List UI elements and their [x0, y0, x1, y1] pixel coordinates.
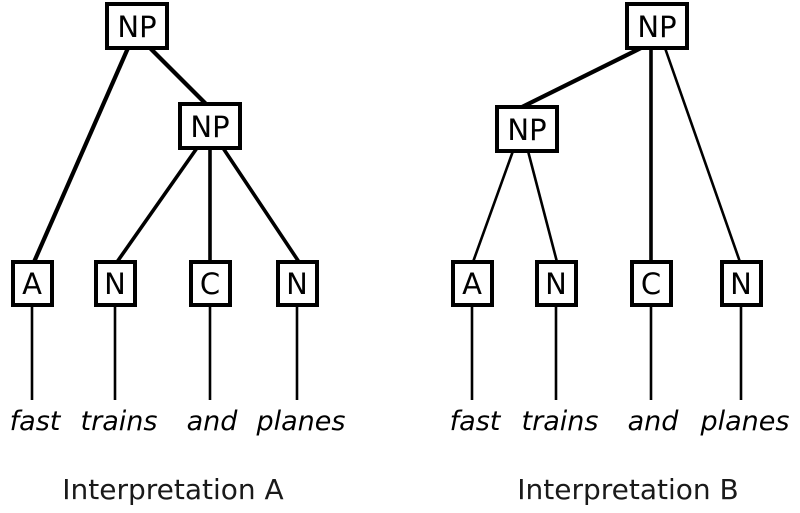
node-label-a-pos-n1: N — [104, 267, 126, 301]
tree-edge-a-edge-np-n1 — [115, 146, 199, 264]
word-b-word-and: and — [628, 406, 680, 437]
node-label-a-np-root: NP — [117, 10, 156, 44]
node-box-a-pos-n1[interactable] — [94, 260, 137, 307]
tree-edge-b-edge-root-n2 — [663, 47, 742, 263]
word-a-word-planes: planes — [256, 406, 346, 437]
node-label-b-pos-a: A — [462, 267, 482, 301]
tree-edge-a-edge-root-np — [148, 46, 208, 106]
node-box-b-pos-n1[interactable] — [535, 260, 578, 307]
word-a-word-and: and — [187, 406, 239, 437]
word-a-word-trains: trains — [81, 406, 158, 437]
node-label-a-pos-c: C — [200, 267, 220, 301]
node-label-b-pos-c: C — [641, 267, 661, 301]
tree-edge-b-edge-root-np — [521, 46, 642, 109]
node-box-b-np-sub[interactable] — [495, 105, 559, 153]
node-label-a-pos-n2: N — [286, 267, 308, 301]
node-box-a-np-sub[interactable] — [178, 102, 242, 150]
node-box-a-pos-n2[interactable] — [276, 260, 319, 307]
caption-interpretation-b: Interpretation B — [517, 473, 739, 506]
node-box-b-np-root[interactable] — [625, 2, 689, 50]
node-box-b-pos-n2[interactable] — [720, 260, 763, 307]
node-box-a-pos-c[interactable] — [189, 260, 232, 307]
node-label-a-np-sub: NP — [190, 110, 229, 144]
node-label-b-np-sub: NP — [507, 113, 546, 147]
tree-edge-b-edge-np-a — [471, 150, 515, 263]
word-b-word-planes: planes — [700, 406, 790, 437]
node-box-b-pos-c[interactable] — [630, 260, 673, 307]
word-a-word-fast: fast — [10, 406, 62, 437]
word-b-word-trains: trains — [522, 406, 599, 437]
node-label-b-pos-n1: N — [545, 267, 567, 301]
tree-edge-a-edge-np-n2 — [221, 147, 301, 263]
tree-edge-b-edge-np-n1 — [526, 150, 559, 263]
node-label-b-np-root: NP — [637, 10, 676, 44]
caption-interpretation-a: Interpretation A — [62, 473, 283, 506]
node-label-b-pos-n2: N — [730, 267, 752, 301]
node-box-b-pos-a[interactable] — [451, 260, 494, 307]
tree-edge-a-edge-root-a — [32, 47, 130, 263]
word-b-word-fast: fast — [450, 406, 502, 437]
node-label-a-pos-a: A — [22, 267, 42, 301]
node-box-a-np-root[interactable] — [105, 2, 169, 50]
node-box-a-pos-a[interactable] — [11, 260, 54, 307]
